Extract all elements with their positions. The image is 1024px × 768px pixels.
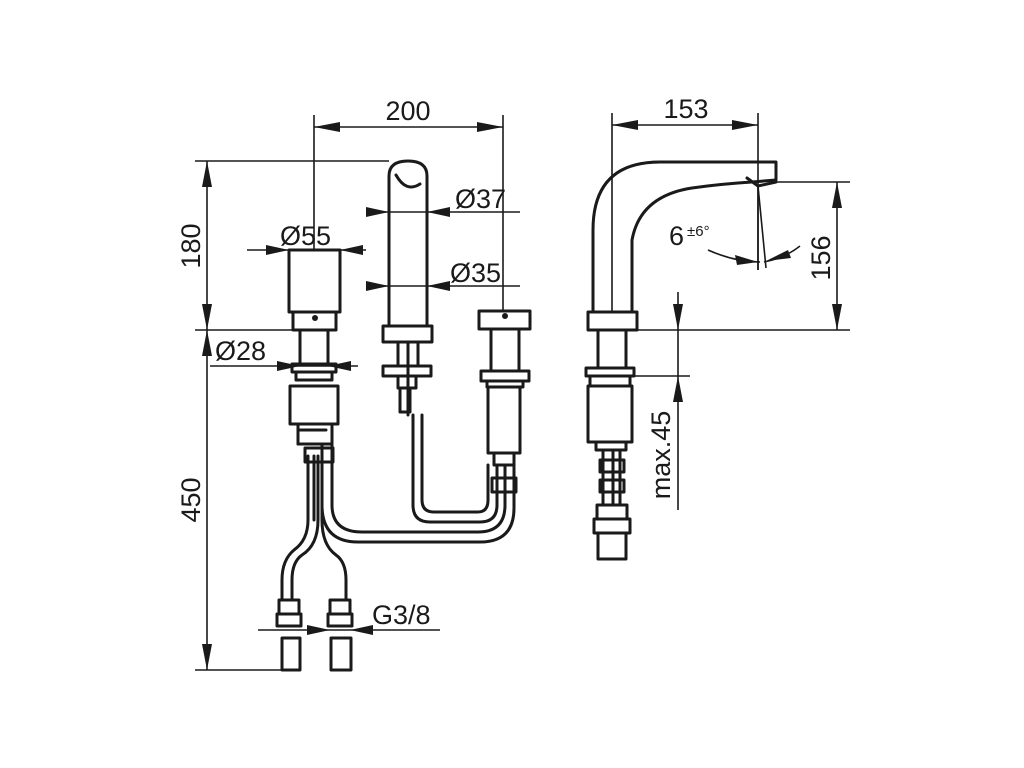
dim-g38: G3/8 <box>258 600 440 635</box>
dim-180: 180 <box>176 160 389 331</box>
dim-angle: 6 ±6° <box>669 185 801 270</box>
label-dia35: Ø35 <box>450 258 501 288</box>
label-156: 156 <box>806 235 836 280</box>
side-hoses <box>592 448 632 561</box>
label-450: 450 <box>176 477 206 522</box>
side-view: 153 156 6 ±6° max.45 <box>584 94 850 561</box>
label-dia37: Ø37 <box>455 184 506 214</box>
label-angle-tol: ±6° <box>687 223 710 240</box>
front-view: 200 Ø37 Ø35 Ø55 Ø28 <box>176 96 532 672</box>
dim-156: 156 <box>637 181 850 331</box>
label-dia28: Ø28 <box>215 336 266 366</box>
front-hoses <box>280 413 518 602</box>
dim-200: 200 <box>313 96 504 311</box>
center-spout <box>381 159 434 417</box>
bottom-fittings <box>275 598 354 672</box>
label-max45: max.45 <box>646 411 676 500</box>
dim-dia35: Ø35 <box>366 258 520 291</box>
label-180: 180 <box>176 223 206 268</box>
dim-450: 450 <box>176 330 282 671</box>
left-handle <box>287 248 342 446</box>
dim-153: 153 <box>611 94 759 312</box>
label-200: 200 <box>385 96 430 126</box>
dim-dia37: Ø37 <box>366 184 520 217</box>
dim-dia55: Ø55 <box>247 221 366 255</box>
right-handle <box>477 309 532 467</box>
label-dia55: Ø55 <box>280 221 331 251</box>
dim-dia28: Ø28 <box>210 336 358 371</box>
label-angle-base: 6 <box>669 221 684 251</box>
label-153: 153 <box>663 94 708 124</box>
label-g38: G3/8 <box>372 600 431 630</box>
dim-max45: max.45 <box>634 292 690 510</box>
